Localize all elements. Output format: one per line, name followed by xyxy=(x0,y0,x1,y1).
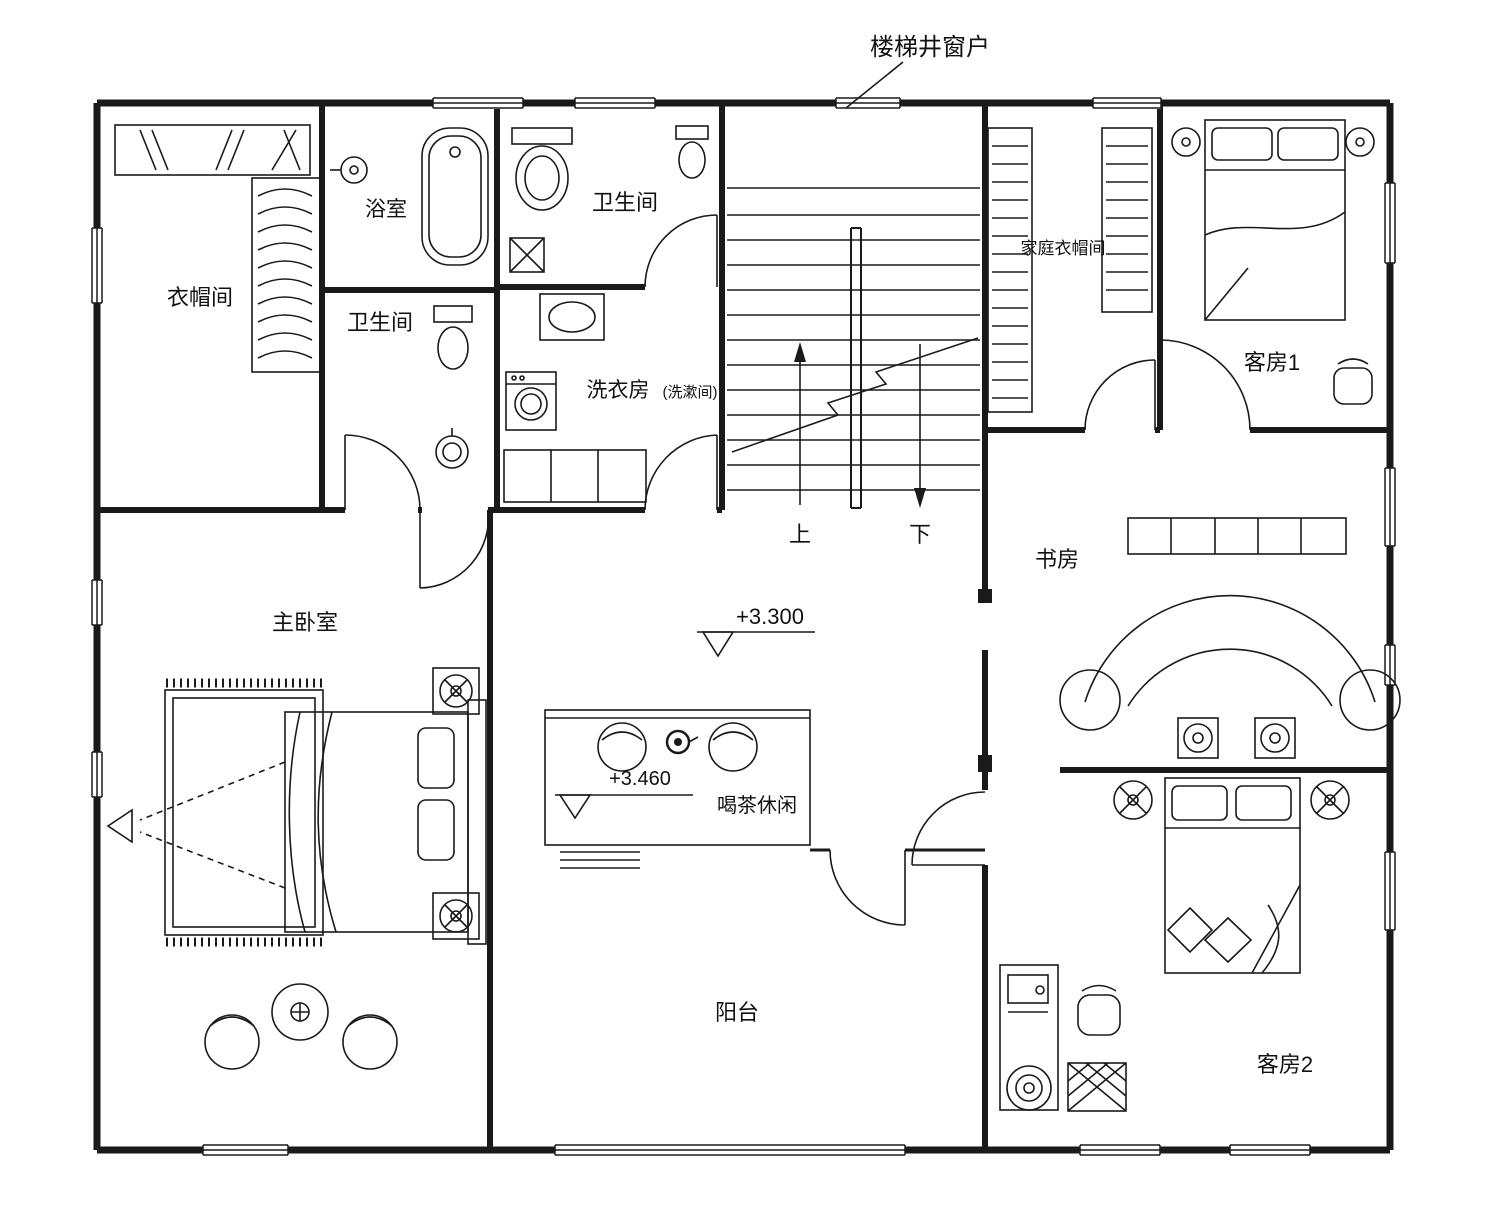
master-chair-right xyxy=(342,1014,398,1070)
label-stairwell-window: 楼梯井窗户 xyxy=(870,34,990,61)
label-guest2: 客房2 xyxy=(1257,1052,1313,1077)
toilet-top-sink xyxy=(511,127,573,211)
guest2-vent-right xyxy=(1310,780,1350,820)
stair-arrow-down xyxy=(914,344,926,508)
cloakroom-wardrobe xyxy=(251,177,323,373)
label-family-cloakroom: 家庭衣帽间 xyxy=(1021,239,1106,258)
stair-arrow-up xyxy=(794,342,806,505)
study-bookshelf xyxy=(1127,517,1347,555)
study-curved-sofa xyxy=(1059,594,1401,731)
laundry-counter xyxy=(503,449,647,503)
master-chair-left xyxy=(204,1014,260,1070)
label-cloakroom: 衣帽间 xyxy=(167,285,233,310)
label-guest1: 客房1 xyxy=(1244,350,1300,375)
label-master: 主卧室 xyxy=(272,610,338,635)
tea-platform xyxy=(544,709,811,869)
laundry-sink xyxy=(539,293,605,341)
guest1-chair xyxy=(1333,358,1373,405)
guest2-basket xyxy=(1067,1062,1127,1112)
master-lamp-guides xyxy=(106,761,286,889)
master-bed xyxy=(284,699,487,945)
balcony-railing-window xyxy=(554,1144,906,1156)
label-down: 下 xyxy=(909,522,931,547)
guest2-vent-left xyxy=(1113,780,1153,820)
study-side-table-left xyxy=(1177,717,1219,759)
guest1-bed xyxy=(1204,119,1346,321)
door-guest2 xyxy=(911,791,986,866)
label-elev-346: +3.460 xyxy=(609,768,671,790)
elevation-346-marker xyxy=(555,794,693,820)
master-rug xyxy=(164,678,324,947)
door-balcony xyxy=(829,849,906,926)
guest2-bed xyxy=(1164,777,1301,974)
label-balcony: 阳台 xyxy=(715,1000,759,1025)
tea-stool-right xyxy=(708,722,758,772)
toilet-left-sink xyxy=(435,428,469,469)
label-study: 书房 xyxy=(1035,547,1079,572)
teapot xyxy=(665,729,699,755)
stairwell-window-leader xyxy=(845,61,904,109)
door-laundry xyxy=(644,434,718,511)
master-table xyxy=(271,983,329,1041)
door-master xyxy=(419,509,490,589)
label-laundry-sub: (洗漱间) xyxy=(663,384,718,401)
toilet-top-fixture xyxy=(675,125,709,179)
label-toilet-top: 卫生间 xyxy=(592,190,658,215)
windows xyxy=(91,97,1396,1156)
door-toilet-top xyxy=(644,214,718,288)
washing-machine xyxy=(505,371,557,431)
guest1-nightstand-left xyxy=(1171,127,1201,157)
label-tea: 喝茶休闲 xyxy=(717,794,797,817)
master-fan-top xyxy=(432,667,480,715)
guest1-nightstand-right xyxy=(1345,127,1375,157)
labels: 楼梯井窗户 浴室 卫生间 卫生间 衣帽间 家庭衣帽间 洗衣房 (洗漱间) 客房1… xyxy=(167,34,1313,1077)
door-guest1 xyxy=(1159,339,1251,431)
doors xyxy=(344,214,1251,926)
wall-columns xyxy=(978,589,992,772)
cloakroom-shelf xyxy=(114,124,311,176)
stairs xyxy=(727,187,980,509)
bath-sink xyxy=(330,156,368,184)
family-wardrobe-right xyxy=(1101,127,1153,313)
family-wardrobe-left xyxy=(987,127,1033,413)
elevation-330-marker xyxy=(697,631,815,658)
stairwell-window xyxy=(835,97,901,109)
label-up: 上 xyxy=(789,522,811,547)
label-laundry: 洗衣房 xyxy=(587,379,650,402)
label-bath: 浴室 xyxy=(365,198,407,221)
guest2-chair xyxy=(1077,984,1121,1036)
bathtub xyxy=(421,127,489,266)
label-elev-330: +3.300 xyxy=(736,604,804,629)
door-family-cloakroom xyxy=(1084,359,1156,431)
study-side-table-right xyxy=(1254,717,1296,759)
guest2-cabinet xyxy=(999,964,1059,1111)
guest2-spiral-plant xyxy=(1006,1065,1052,1111)
label-toilet-left: 卫生间 xyxy=(347,310,413,335)
master-fan-bottom xyxy=(432,892,480,940)
door-toilet-left xyxy=(344,434,421,511)
floor-drain xyxy=(509,237,545,273)
tea-stool-left xyxy=(597,722,647,772)
toilet-left-fixture xyxy=(433,305,473,370)
